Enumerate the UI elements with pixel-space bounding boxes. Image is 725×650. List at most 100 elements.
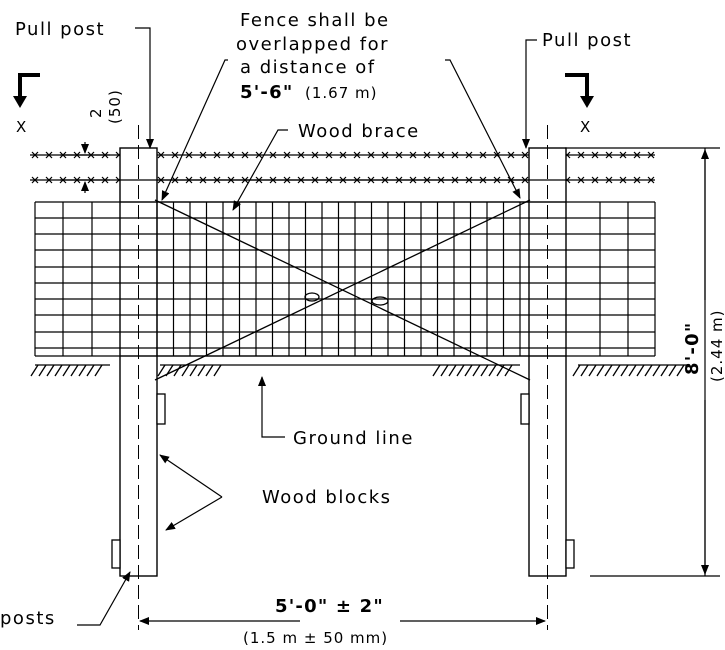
ground-hatch: [54, 364, 63, 377]
leader-lines: [77, 27, 537, 626]
pull-post-left-label: Pull post: [15, 19, 105, 40]
ground-hatch: [181, 364, 190, 377]
barb: [633, 151, 641, 159]
ground-hatch: [197, 364, 206, 377]
posts-label: posts: [0, 608, 56, 629]
barb: [395, 151, 403, 159]
barb: [619, 151, 627, 159]
wire-gap-mm: (50): [106, 89, 124, 124]
ground-hatch: [432, 364, 441, 377]
barb: [451, 151, 459, 159]
barb: [507, 151, 515, 159]
barb: [605, 176, 613, 184]
left-pull-post: [119, 125, 158, 630]
section-label-right: X: [580, 118, 591, 136]
ground-hatch: [213, 364, 222, 377]
ground-hatch: [62, 364, 71, 377]
overlapped-mesh: [120, 179, 566, 357]
barb: [157, 151, 165, 159]
barb: [297, 151, 305, 159]
ground-hatch: [157, 364, 166, 377]
ground-hatch: [668, 364, 677, 377]
overlap-distance-ft: 5'-6": [240, 82, 293, 103]
ground-hatch: [588, 364, 597, 377]
barb: [31, 151, 39, 159]
barb: [633, 176, 641, 184]
ground-hatch: [472, 364, 481, 377]
right-pull-post: [528, 125, 567, 630]
barb: [171, 151, 179, 159]
ground-hatch: [173, 364, 182, 377]
ground-line-label: Ground line: [293, 428, 414, 449]
barb: [647, 151, 655, 159]
overlap-note-line1: Fence shall be: [240, 10, 390, 31]
barb: [185, 151, 193, 159]
ground-hatch: [504, 364, 513, 377]
wire-mesh-fence: [34, 201, 656, 357]
wood-brace: [154, 199, 531, 381]
barb: [311, 151, 319, 159]
ground-hatch: [660, 364, 669, 377]
wood-brace-label: Wood brace: [298, 121, 420, 142]
barb: [521, 151, 529, 159]
width-dimension-ft: 5'-0" ± 2": [275, 596, 384, 617]
wood-blocks-label: Wood blocks: [262, 487, 392, 508]
pull-post-right-label: Pull post: [542, 30, 632, 51]
ground-hatch: [480, 364, 489, 377]
barb: [325, 151, 333, 159]
ground-hatch: [205, 364, 214, 377]
ground-hatch: [628, 364, 637, 377]
barb: [577, 176, 585, 184]
barb: [479, 151, 487, 159]
barb: [255, 151, 263, 159]
dimension-lines: [60, 142, 720, 625]
ground-hatch: [464, 364, 473, 377]
ground-hatch: [652, 364, 661, 377]
ground-hatch: [580, 364, 589, 377]
ground-hatch: [38, 364, 47, 377]
barb: [45, 176, 53, 184]
ground-hatch: [596, 364, 605, 377]
barb: [199, 151, 207, 159]
ground-hatch: [189, 364, 198, 377]
ground-hatch: [604, 364, 613, 377]
barb: [381, 151, 389, 159]
ground-surface: [30, 364, 690, 377]
barb: [465, 151, 473, 159]
barb: [591, 176, 599, 184]
ground-hatch: [30, 364, 39, 377]
barb: [31, 176, 39, 184]
height-dimension-ft: 8'-0": [682, 322, 703, 375]
barb: [493, 151, 501, 159]
section-marker-left: [13, 73, 40, 108]
ground-hatch: [612, 364, 621, 377]
barb: [45, 151, 53, 159]
overlap-note-line2: overlapped for: [236, 34, 389, 55]
ground-hatch: [78, 364, 87, 377]
height-dimension-m: (2.44 m): [708, 310, 725, 382]
ground-hatch: [440, 364, 449, 377]
ground-hatch: [572, 364, 581, 377]
width-dimension-m: (1.5 m ± 50 mm): [243, 629, 388, 647]
overlap-note-line3: a distance of: [240, 57, 376, 78]
wire-gap-in: 2: [87, 107, 105, 118]
barb: [227, 151, 235, 159]
barb: [283, 151, 291, 159]
ground-hatch: [70, 364, 79, 377]
ground-hatch: [488, 364, 497, 377]
barb: [409, 151, 417, 159]
ground-hatch: [636, 364, 645, 377]
barb: [605, 151, 613, 159]
ground-hatch: [46, 364, 55, 377]
barb: [591, 151, 599, 159]
barb: [241, 151, 249, 159]
ground-hatch: [448, 364, 457, 377]
barb: [213, 151, 221, 159]
section-marker-right: [565, 73, 594, 108]
barb: [647, 176, 655, 184]
ground-hatch: [86, 364, 95, 377]
barb: [619, 176, 627, 184]
barb: [269, 151, 277, 159]
barb: [423, 151, 431, 159]
